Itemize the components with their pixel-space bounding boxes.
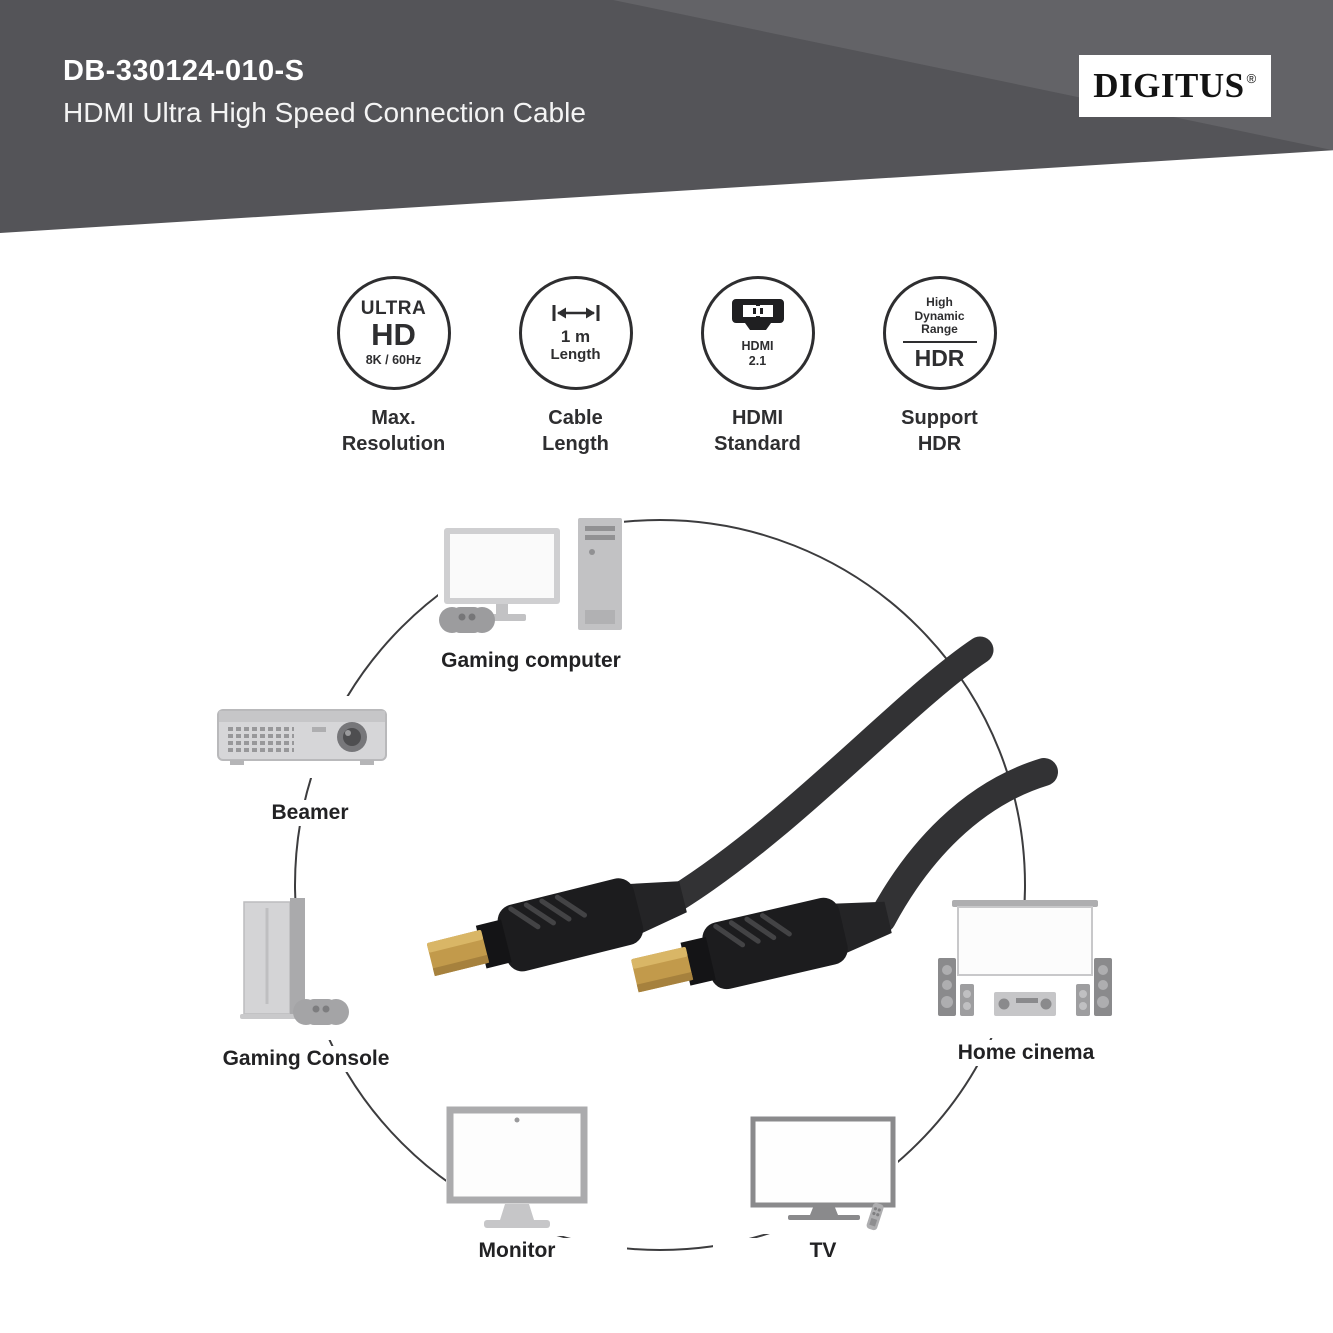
tv-icon xyxy=(750,1116,898,1234)
resolution-spec-text: 8K / 60Hz xyxy=(365,353,422,367)
length-value: 1 m xyxy=(560,326,591,346)
length-caption: Cable Length xyxy=(542,407,609,455)
header-titles: DB-330124-010-S HDMI Ultra High Speed Co… xyxy=(63,55,586,129)
length-arrow-icon xyxy=(552,304,599,321)
monitor-label: Monitor xyxy=(407,1238,627,1264)
length-unit: Length xyxy=(550,345,601,363)
hdr-caption: Support HDR xyxy=(901,407,978,455)
monitor-icon xyxy=(446,1106,588,1236)
feature-cable-length: 1 m Length Cable Length xyxy=(497,276,655,457)
hdmi-connector-lower xyxy=(631,897,892,993)
beamer-label: Beamer xyxy=(200,800,420,826)
hdmi-caption: HDMI Standard xyxy=(714,407,801,455)
brand-logo-box: DIGITUS® xyxy=(1079,55,1271,117)
brand-logo: DIGITUS® xyxy=(1093,66,1256,106)
gaming-computer-label: Gaming computer xyxy=(421,648,641,674)
home-cinema-icon xyxy=(938,900,1112,1038)
hdmi-plug-icon xyxy=(731,299,784,330)
gaming-console-icon xyxy=(230,898,380,1040)
home-cinema-label: Home cinema xyxy=(916,1040,1136,1066)
cable-wire-lower xyxy=(868,758,1058,933)
feature-hdr: High Dynamic Range HDR Support HDR xyxy=(861,276,1019,457)
gaming-computer-icon xyxy=(438,516,624,648)
resolution-caption: Max. Resolution xyxy=(341,407,446,455)
beamer-icon xyxy=(216,696,390,778)
product-model: DB-330124-010-S xyxy=(63,55,305,87)
hdmi-badge: HDMI 2.1 xyxy=(700,276,815,390)
hdmi-version: 2.1 xyxy=(748,354,767,368)
product-subtitle: HDMI Ultra High Speed Connection Cable xyxy=(63,97,586,128)
hdmi-text: HDMI xyxy=(741,339,774,353)
gaming-console-label: Gaming Console xyxy=(196,1046,416,1072)
hdr-text: HDR xyxy=(914,344,965,371)
cable-wire-upper xyxy=(663,636,994,912)
feature-max-resolution: ULTRA HD 8K / 60Hz Max. Resolution xyxy=(315,276,473,457)
brand-name: DIGITUS xyxy=(1093,66,1245,105)
tv-label: TV xyxy=(713,1238,933,1264)
resolution-hd-text: HD xyxy=(371,317,416,352)
resolution-ultra-text: ULTRA xyxy=(360,298,427,319)
registered-trademark-symbol: ® xyxy=(1246,71,1257,86)
resolution-badge: ULTRA HD 8K / 60Hz xyxy=(336,276,451,390)
feature-row: ULTRA HD 8K / 60Hz Max. Resolution 1 m L xyxy=(0,276,1333,457)
hdr-badge: High Dynamic Range HDR xyxy=(882,276,997,390)
length-badge: 1 m Length xyxy=(518,276,633,390)
hdr-divider xyxy=(902,340,977,343)
hdmi-connector-upper xyxy=(427,878,687,977)
feature-hdmi-standard: HDMI 2.1 HDMI Standard xyxy=(679,276,837,457)
